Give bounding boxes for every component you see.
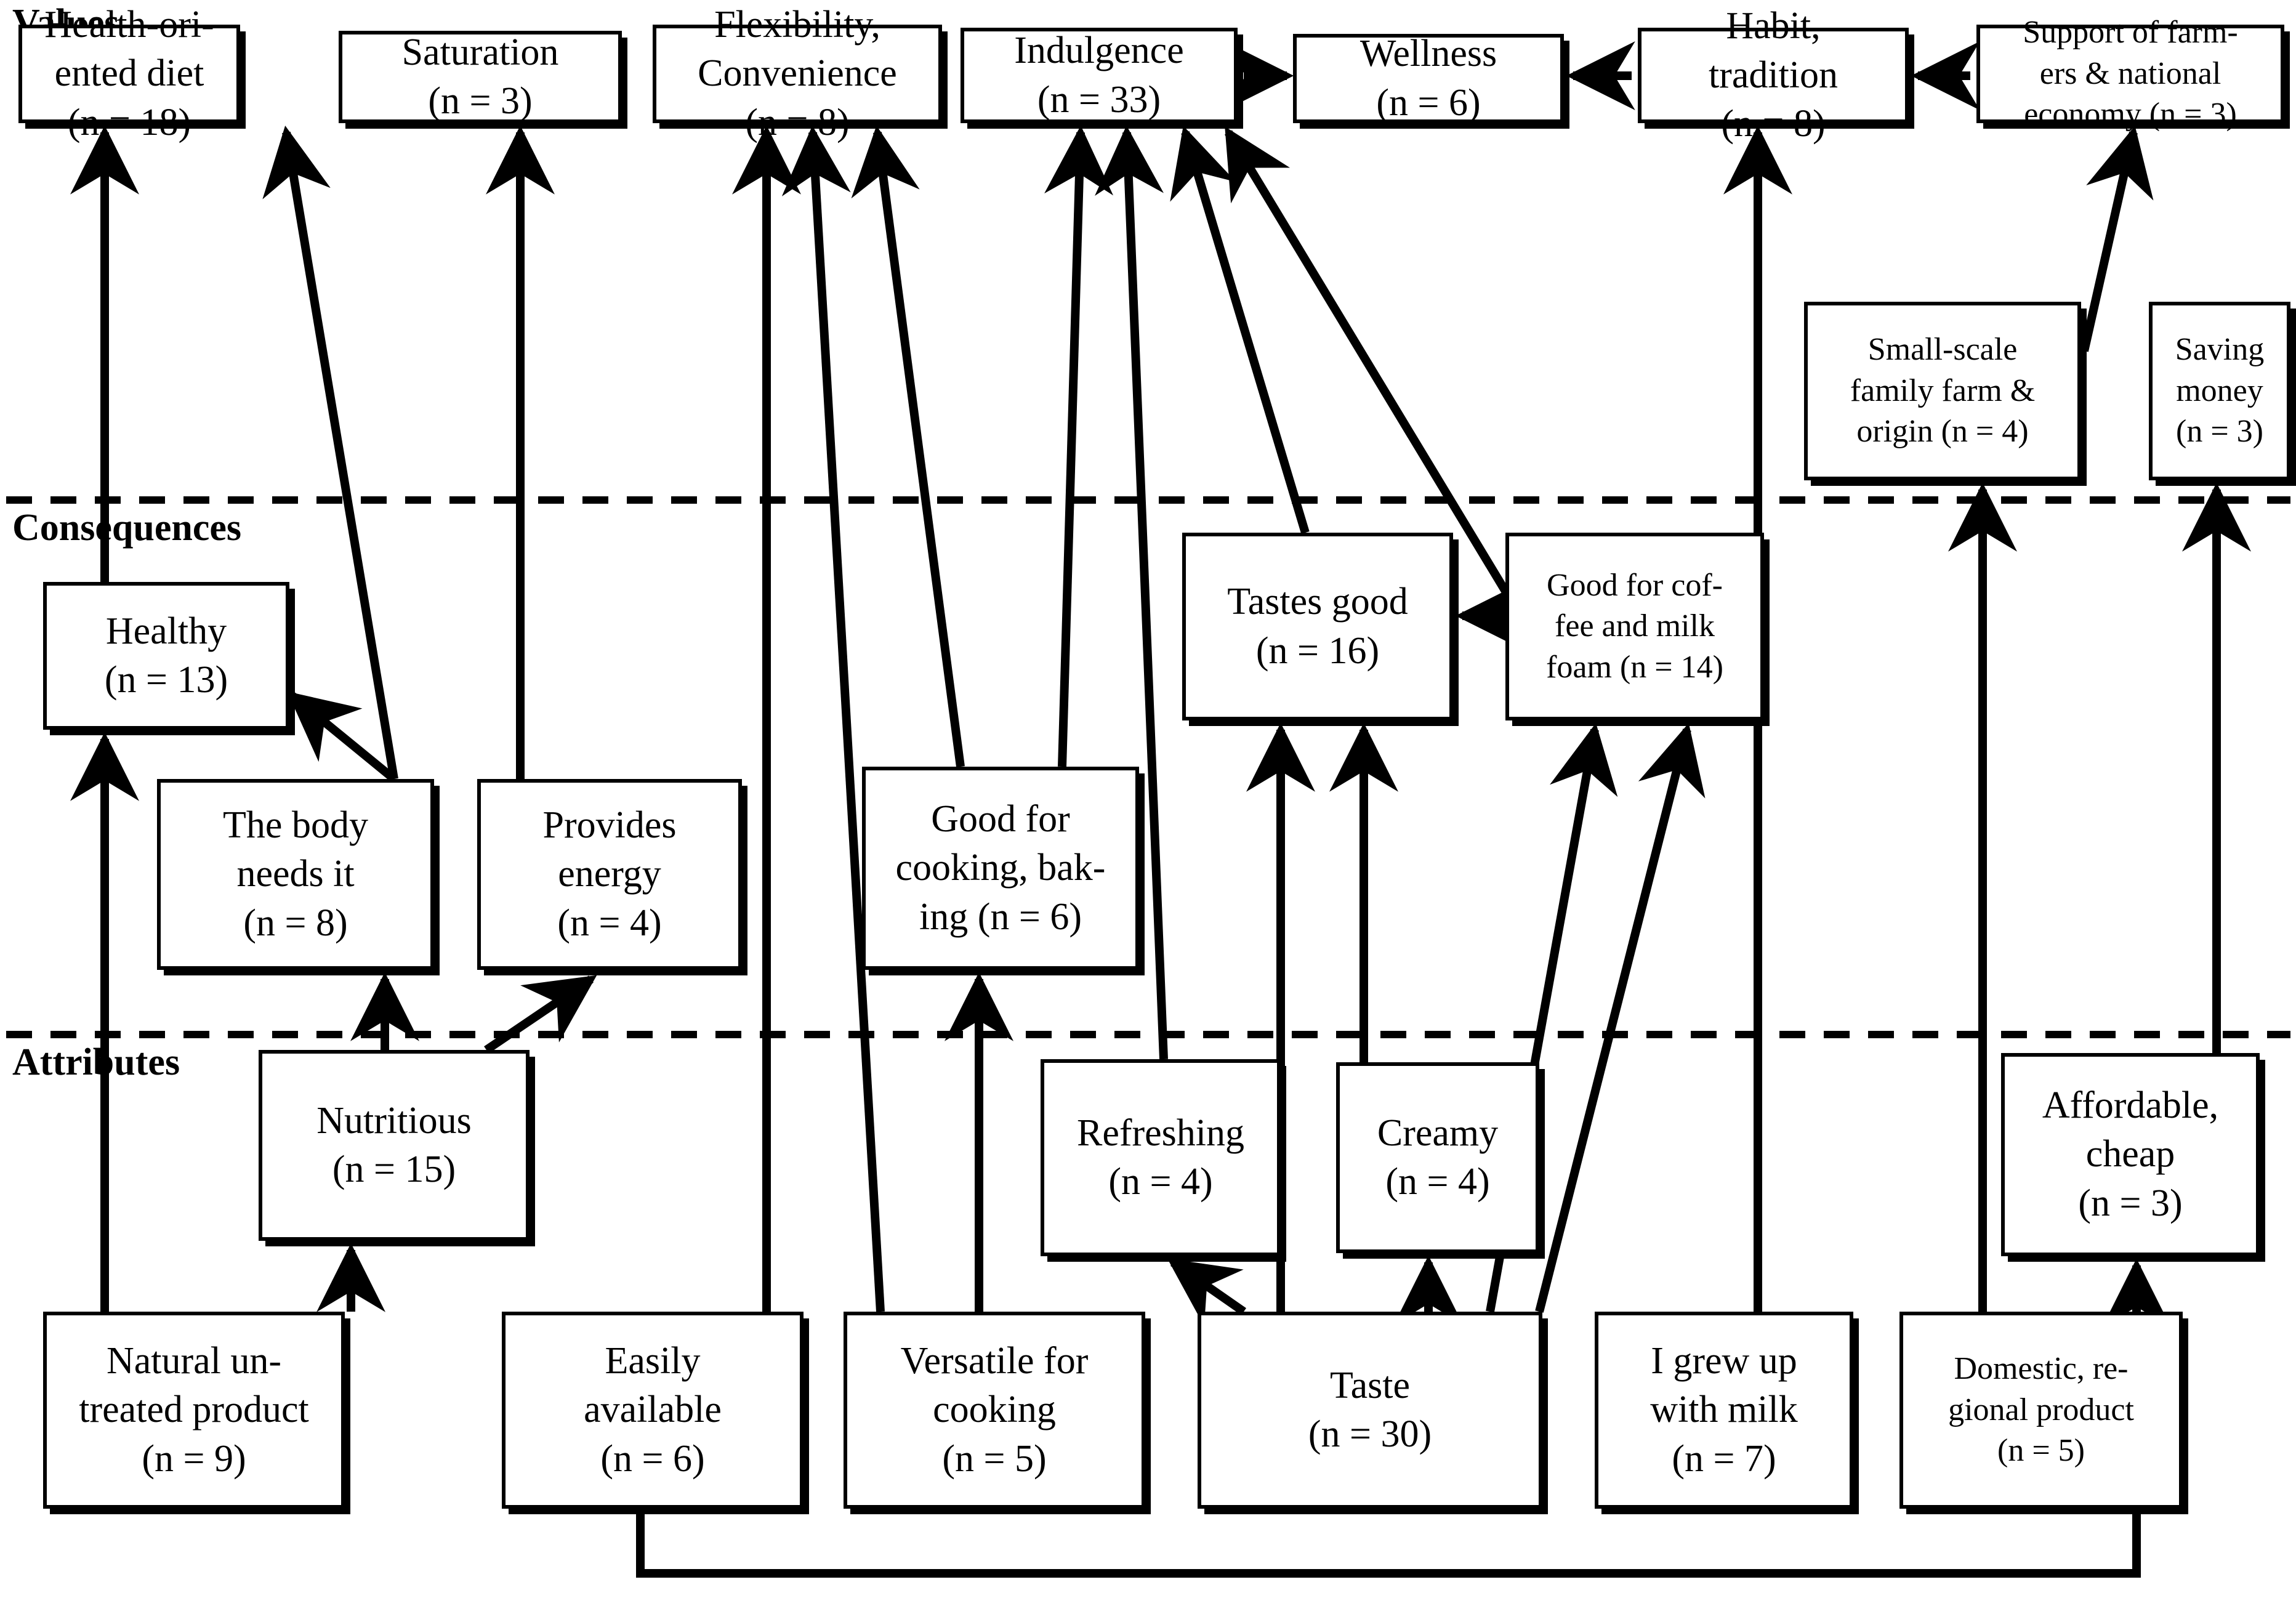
node-taste[interactable]: Taste(n = 30): [1198, 1312, 1542, 1509]
arrow-refreshing-to-indulgence: [1095, 125, 1168, 1060]
node-affordable[interactable]: Affordable,cheap(n = 3): [2001, 1053, 2260, 1256]
node-label: Creamy(n = 4): [1377, 1112, 1499, 1203]
node-label: Wellness(n = 6): [1359, 33, 1497, 124]
node-label: Healthy(n = 13): [104, 610, 228, 701]
node-label: Refreshing(n = 4): [1076, 1112, 1245, 1203]
arrow-coffeefoam-to-indulgence: [1225, 126, 1509, 594]
node-label: Affordable,cheap(n = 3): [2042, 1084, 2219, 1224]
node-nutritious[interactable]: Nutritious(n = 15): [259, 1050, 530, 1241]
node-label: Taste(n = 30): [1308, 1364, 1432, 1455]
node-label: Habit,tradition(n = 8): [1708, 5, 1839, 145]
node-label: Indulgence(n = 33): [1014, 30, 1184, 121]
node-label: Tastes good(n = 16): [1227, 581, 1408, 672]
node-indulgence[interactable]: Indulgence(n = 33): [961, 28, 1238, 123]
tier-label-attributes: Attributes: [12, 1041, 180, 1083]
node-label: Domestic, re-gional product(n = 5): [1948, 1351, 2134, 1469]
node-label: Saturation(n = 3): [401, 31, 559, 122]
arrow-smallfarm-to-farmers: [2080, 126, 2154, 352]
node-label: Nutritious(n = 15): [316, 1099, 472, 1190]
tier-label-consequences: Consequences: [12, 507, 242, 549]
arrow-tastesgood-to-indulgence: [1170, 126, 1310, 535]
arrow-taste-to-coffeefoam: [1535, 723, 1706, 1313]
node-saturation[interactable]: Saturation(n = 3): [339, 31, 622, 123]
node-label: Health-ori-ented diet(n = 18): [44, 3, 214, 143]
node-natural[interactable]: Natural un-treated product(n = 9): [43, 1312, 345, 1509]
node-domestic[interactable]: Domestic, re-gional product(n = 5): [1899, 1312, 2183, 1509]
node-wellness[interactable]: Wellness(n = 6): [1293, 33, 1564, 124]
arrow-cookingbaking-to-indulgence: [1044, 125, 1114, 767]
arrow-nutritious-to-energy: [484, 975, 597, 1054]
arrow-versatile-to-flexibility: [781, 125, 885, 1312]
node-tastesgood[interactable]: Tastes good(n = 16): [1182, 533, 1453, 720]
arrow-taste-to-refreshing: [1167, 1258, 1246, 1326]
node-flexibility[interactable]: Flexibility,Convenience(n = 8): [653, 4, 942, 143]
arrow-bodyneeds-to-healthy: [287, 691, 397, 783]
node-label: Flexibility,Convenience(n = 8): [698, 3, 897, 143]
arrow-bodyneeds-to-healthdiet: [262, 125, 398, 780]
node-label: Natural un-treated product(n = 9): [79, 1339, 309, 1480]
node-creamy[interactable]: Creamy(n = 4): [1336, 1062, 1539, 1253]
arrow-cookingbaking-to-flexibility: [851, 125, 965, 767]
node-refreshing[interactable]: Refreshing(n = 4): [1041, 1059, 1281, 1256]
node-health_diet[interactable]: Health-ori-ented diet(n = 18): [18, 4, 240, 143]
node-habit[interactable]: Habit,tradition(n = 8): [1638, 5, 1909, 145]
node-healthy[interactable]: Healthy(n = 13): [43, 582, 289, 730]
